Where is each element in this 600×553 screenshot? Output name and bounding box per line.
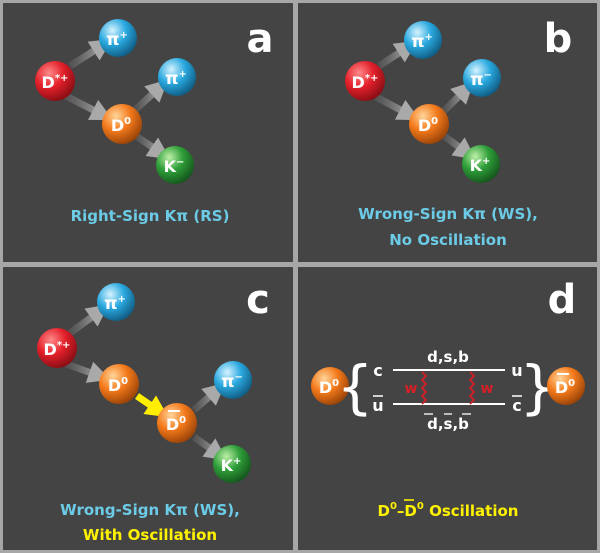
arrow-dstar-to-d0 <box>62 91 113 121</box>
panel-a-caption: Right-Sign Kπ (RS) <box>71 207 230 225</box>
w-label-left: w <box>405 381 418 397</box>
particle-k: K+ <box>462 145 500 183</box>
svg-text:D*+: D*+ <box>42 73 69 92</box>
panel-b: b D*+ π+ π− D0 K+ Wrong-Sign Kπ (WS), No… <box>345 16 572 249</box>
arrow-d0-to-pi-right <box>441 81 474 114</box>
particle-k: K− <box>156 146 194 184</box>
particle-pi-right: π− <box>463 59 501 97</box>
particle-dstar: D*+ <box>345 61 385 101</box>
panel-d-background <box>298 267 597 550</box>
top-quark-label: d,s,b <box>427 348 469 366</box>
quark-bottom-left: u <box>372 396 383 415</box>
particle-d0bar-right: D0 <box>547 367 585 405</box>
arrow-dstar-to-pi-top <box>377 40 418 69</box>
svg-text:π+: π+ <box>165 69 187 89</box>
panel-b-caption-line2: No Oscillation <box>389 231 507 249</box>
svg-text:D0: D0 <box>319 378 339 397</box>
svg-text:D0: D0 <box>111 116 131 135</box>
svg-text:π+: π+ <box>104 294 126 314</box>
panel-d-letter: d <box>548 277 577 323</box>
arrow-d0-to-pi-right <box>132 79 169 113</box>
svg-text:K−: K− <box>164 157 185 176</box>
svg-text:π−: π− <box>221 372 243 392</box>
particle-pi-top: π+ <box>99 19 137 57</box>
arrow-dstar-to-d0 <box>374 93 420 121</box>
svg-text:D0: D0 <box>108 376 128 395</box>
panel-b-background <box>298 3 597 262</box>
particle-pi-top: π+ <box>404 21 442 59</box>
panel-b-caption-line1: Wrong-Sign Kπ (WS), <box>358 205 538 223</box>
panel-a: a D*+ π+ π+ D0 K− Right-Sign Kπ (RS) <box>35 16 274 225</box>
svg-text:K+: K+ <box>470 156 491 175</box>
svg-text:D0: D0 <box>418 116 438 135</box>
panel-c-caption-line1: Wrong-Sign Kπ (WS), <box>60 501 240 519</box>
particle-pi-right: π+ <box>158 58 196 96</box>
particle-pi-top: π+ <box>97 283 135 321</box>
quark-top-right: u <box>511 361 522 380</box>
particle-d0bar: D0 <box>157 403 197 443</box>
panel-a-letter: a <box>247 16 274 62</box>
particle-d0: D0 <box>99 364 139 404</box>
panel-c-caption-line2: With Oscillation <box>83 526 217 544</box>
particle-k: K+ <box>213 445 251 483</box>
arrow-d0bar-to-pi-right <box>191 382 226 413</box>
bottom-quark-label: d,s,b <box>427 415 469 433</box>
panel-c: c D*+ π+ D0 D0 π− K+ Wr <box>37 277 270 544</box>
particle-d0: D0 <box>102 104 142 144</box>
svg-text:π−: π− <box>470 70 492 90</box>
panel-d-caption: D0–D0 Oscillation <box>378 501 519 520</box>
w-boson-left <box>420 371 428 405</box>
particle-d0: D0 <box>409 104 449 144</box>
w-label-right: w <box>481 381 494 397</box>
svg-text:D*+: D*+ <box>352 73 379 92</box>
left-brace: { <box>337 353 374 421</box>
panel-a-background <box>3 3 293 262</box>
arrow-d0-to-k <box>134 133 171 160</box>
arrow-dstar-to-pi-top <box>67 304 110 336</box>
svg-text:π+: π+ <box>411 32 433 52</box>
arrow-d0-to-k <box>441 133 477 160</box>
arrow-d0bar-to-k <box>191 434 228 461</box>
panel-c-letter: c <box>246 277 270 323</box>
w-boson-right <box>468 371 476 405</box>
arrow-dstar-to-pi-top <box>68 38 113 69</box>
quark-top-left: c <box>373 361 382 380</box>
panel-b-letter: b <box>544 16 573 62</box>
particle-d0-left: D0 <box>311 367 349 405</box>
arrow-dstar-to-d0 <box>64 360 111 383</box>
particle-dstar: D*+ <box>37 328 77 368</box>
svg-text:π+: π+ <box>106 30 128 50</box>
quark-bottom-right: c <box>512 396 521 415</box>
particle-dstar: D*+ <box>35 61 75 101</box>
svg-text:D0: D0 <box>555 378 575 397</box>
svg-text:K+: K+ <box>221 456 242 475</box>
panel-d: d D0 { } c u u c d,s,b d,s,b w w D0 D0–D… <box>311 277 585 520</box>
arrow-d0-to-d0bar-yellow <box>135 393 169 418</box>
svg-text:D0: D0 <box>166 415 186 434</box>
particle-pi-right: π− <box>214 361 252 399</box>
svg-text:D*+: D*+ <box>44 340 71 359</box>
